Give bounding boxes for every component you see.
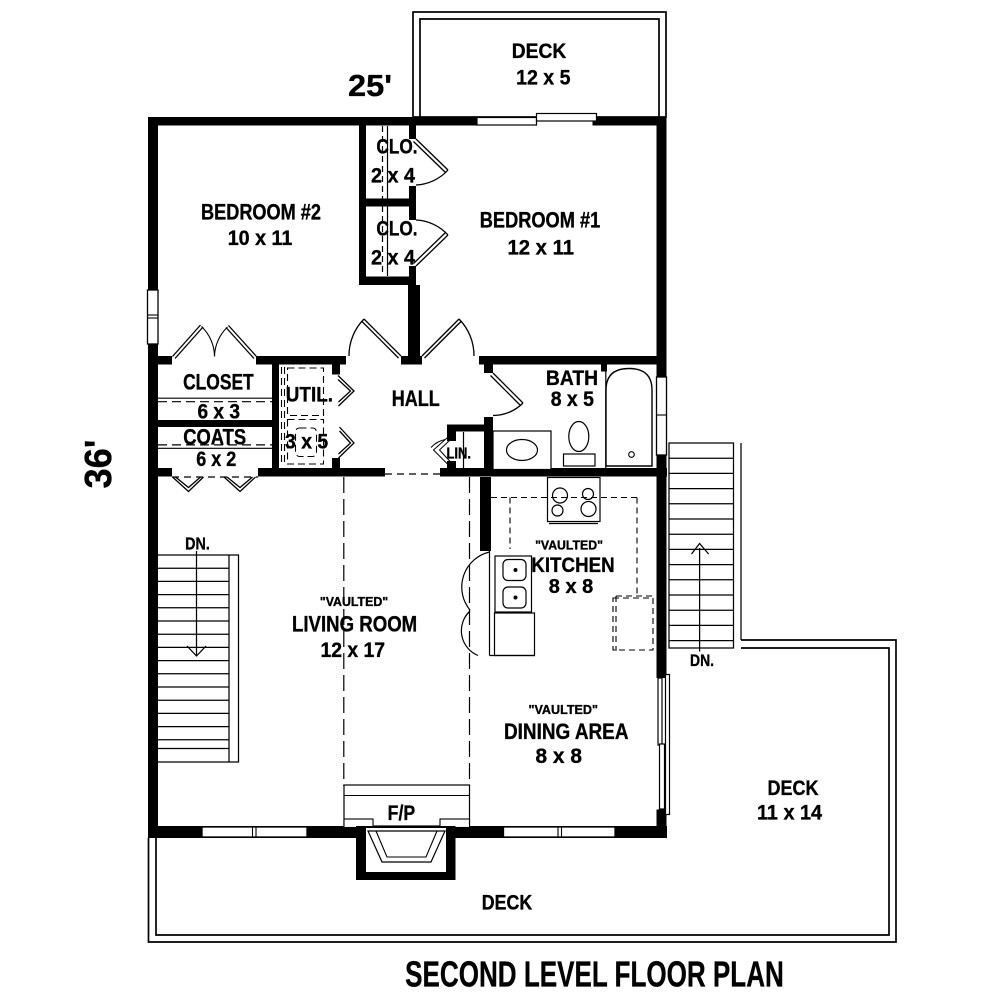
svg-text:DN.: DN. [690, 651, 714, 670]
svg-text:12 x 17: 12 x 17 [321, 638, 386, 662]
svg-text:36': 36' [78, 440, 120, 489]
svg-text:2 x 4: 2 x 4 [371, 164, 415, 188]
svg-text:"VAULTED": "VAULTED" [535, 538, 603, 553]
svg-text:KITCHEN: KITCHEN [531, 554, 614, 577]
svg-text:CLOSET: CLOSET [183, 369, 254, 394]
svg-text:BEDROOM #1: BEDROOM #1 [480, 208, 601, 233]
svg-text:BEDROOM #2: BEDROOM #2 [201, 200, 321, 225]
svg-text:DINING AREA: DINING AREA [504, 719, 629, 744]
svg-text:CLO.: CLO. [376, 136, 417, 159]
svg-text:12 x 11: 12 x 11 [508, 236, 575, 260]
svg-text:"VAULTED": "VAULTED" [320, 595, 388, 609]
svg-text:LIVING ROOM: LIVING ROOM [292, 612, 417, 637]
svg-text:12 x 5: 12 x 5 [516, 65, 570, 89]
svg-text:6 x 3: 6 x 3 [198, 400, 241, 424]
svg-text:UTIL.: UTIL. [286, 383, 333, 407]
svg-text:DECK: DECK [482, 891, 533, 915]
svg-text:LIN.: LIN. [447, 446, 472, 463]
svg-text:10 x 11: 10 x 11 [228, 226, 293, 250]
svg-text:F/P: F/P [388, 801, 416, 825]
svg-text:6 x 2: 6 x 2 [196, 447, 236, 471]
svg-text:SECOND LEVEL FLOOR PLAN: SECOND LEVEL FLOOR PLAN [405, 953, 784, 994]
svg-text:25': 25' [348, 69, 392, 103]
svg-text:DECK: DECK [512, 39, 567, 63]
svg-text:3 x 5: 3 x 5 [285, 430, 328, 454]
svg-text:8 x 8: 8 x 8 [536, 744, 583, 768]
svg-text:2 x 4: 2 x 4 [371, 246, 415, 270]
svg-text:11 x 14: 11 x 14 [757, 801, 822, 825]
svg-text:COATS: COATS [183, 424, 246, 449]
svg-text:8 x 5: 8 x 5 [551, 387, 594, 411]
svg-text:CLO.: CLO. [376, 217, 417, 240]
svg-text:"VAULTED": "VAULTED" [529, 702, 599, 717]
svg-text:DECK: DECK [768, 776, 819, 800]
svg-text:DN.: DN. [185, 533, 210, 553]
svg-text:BATH: BATH [546, 366, 598, 390]
svg-text:8 x 8: 8 x 8 [549, 576, 593, 598]
svg-text:HALL: HALL [392, 386, 440, 411]
